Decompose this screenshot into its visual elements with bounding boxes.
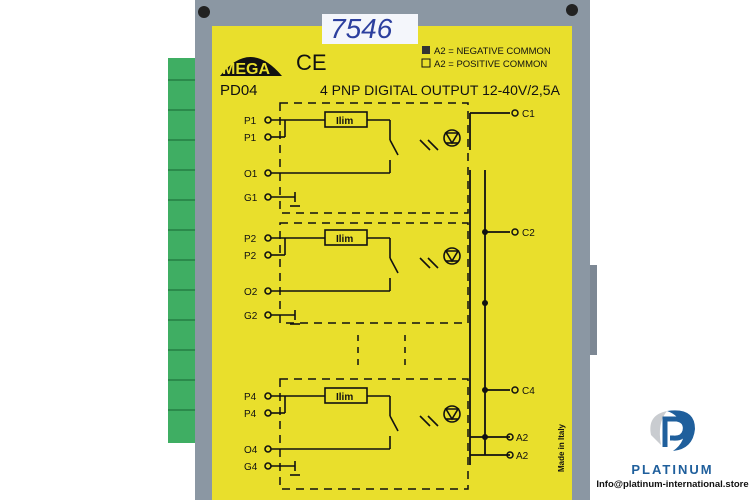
svg-text:Ilim: Ilim xyxy=(336,234,353,245)
channel-4: Ilim P4 P4 O4 G4 xyxy=(244,378,469,490)
legend-negative: A2 = NEGATIVE COMMON xyxy=(434,46,551,57)
terminal-c2: C2 xyxy=(522,228,535,239)
svg-text:G1: G1 xyxy=(244,193,258,204)
svg-text:O4: O4 xyxy=(244,445,258,456)
mega-logo: MEGA xyxy=(220,57,282,78)
channel-2: Ilim P2 P2 O2 G2 xyxy=(244,222,469,325)
legend-positive: A2 = POSITIVE COMMON xyxy=(434,59,547,70)
handwritten-label: 7546 xyxy=(330,13,393,44)
watermark: PLATINUM Info@platinum-international.sto… xyxy=(595,405,750,490)
sticker xyxy=(322,14,418,44)
svg-text:P2: P2 xyxy=(244,251,257,262)
svg-text:MEGA: MEGA xyxy=(222,61,270,78)
svg-text:Ilim: Ilim xyxy=(336,392,353,403)
svg-text:P2: P2 xyxy=(244,234,257,245)
checkbox-empty xyxy=(421,58,431,68)
terminal-a2-1: A2 xyxy=(516,433,529,444)
svg-text:O1: O1 xyxy=(244,169,258,180)
terminal-a2-2: A2 xyxy=(516,451,529,462)
terminal-block xyxy=(168,58,198,443)
watermark-brand: PLATINUM xyxy=(631,462,714,477)
svg-text:G4: G4 xyxy=(244,462,258,473)
model-number: PD04 xyxy=(220,82,258,99)
checkbox-checked xyxy=(422,46,430,54)
svg-text:P4: P4 xyxy=(244,409,257,420)
made-in-italy: Made in Italy xyxy=(557,423,566,472)
terminal-c4: C4 xyxy=(522,386,535,397)
description: 4 PNP DIGITAL OUTPUT 12-40V/2,5A xyxy=(320,82,561,98)
svg-text:Ilim: Ilim xyxy=(336,116,353,127)
svg-text:G2: G2 xyxy=(244,311,258,322)
svg-text:P1: P1 xyxy=(244,116,257,127)
svg-text:P1: P1 xyxy=(244,133,257,144)
ce-mark: CE xyxy=(296,50,327,75)
svg-text:O2: O2 xyxy=(244,287,258,298)
channel-1: Ilim P1 P1 O1 G1 xyxy=(244,102,469,214)
svg-text:P4: P4 xyxy=(244,392,257,403)
platinum-logo-icon xyxy=(649,410,695,451)
watermark-email: Info@platinum-international.store xyxy=(596,479,749,490)
terminal-c1: C1 xyxy=(522,109,535,120)
